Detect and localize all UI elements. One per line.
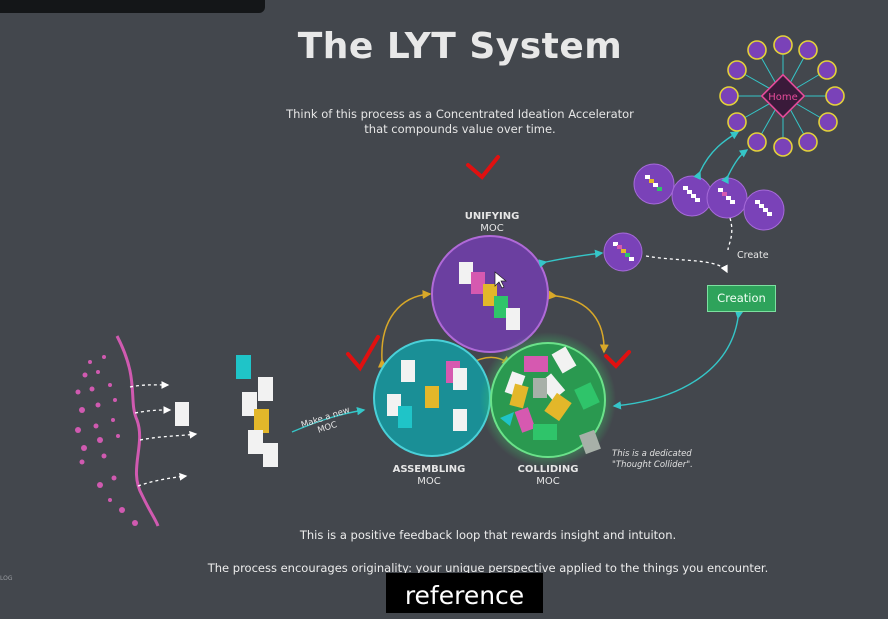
assembling-label: ASSEMBLING MOC <box>389 464 469 488</box>
dashed-arrow-1 <box>129 381 170 389</box>
dashed-arrow-2 <box>134 406 172 414</box>
arrow-cluster-home-1 <box>693 131 740 181</box>
check-mark-right <box>604 350 631 369</box>
diagram-title: The LYT System <box>297 26 623 67</box>
dashed-arrow-3 <box>139 430 198 441</box>
notes-column <box>236 355 278 467</box>
diagram-subtitle: Think of this process as a Concentrated … <box>0 107 888 137</box>
subtitle-line-1: Think of this process as a Concentrated … <box>286 107 634 121</box>
colliding-label: COLLIDING MOC <box>508 464 588 488</box>
arrow-cluster-home-2 <box>721 149 749 185</box>
corner-text: LOG <box>0 575 13 582</box>
home-label: Home <box>768 92 798 103</box>
unifying-name: UNIFYING <box>464 211 520 222</box>
arrow-unifying-note <box>538 249 604 268</box>
window-top-bar <box>0 0 265 13</box>
colliding-type: MOC <box>536 476 560 487</box>
cursor-icon <box>494 271 507 289</box>
feedback-text: This is a positive feedback loop that re… <box>299 528 677 542</box>
subtitle-line-2: that compounds value over time. <box>364 122 556 136</box>
home-diamond <box>760 73 806 119</box>
unifying-notes <box>459 262 520 330</box>
caption-overlay: reference <box>386 573 543 613</box>
check-mark-left <box>346 335 380 372</box>
input-dots <box>75 355 138 526</box>
arrow-assembling-unifying <box>377 290 432 368</box>
arrow-unifying-colliding <box>548 290 609 354</box>
colliding-circle <box>490 342 606 458</box>
collider-note-line-1: This is a dedicated <box>612 449 692 459</box>
originality-text: The process encourages originality: your… <box>207 561 769 575</box>
check-mark-top <box>466 155 500 180</box>
colliding-notes <box>500 346 601 455</box>
collider-note-line-2: "Thought Collider". <box>612 460 693 470</box>
dashed-line-cluster-create <box>727 217 733 251</box>
unifying-label: UNIFYING MOC <box>452 211 532 235</box>
assembling-name: ASSEMBLING <box>392 464 466 475</box>
create-label: Create <box>737 250 769 261</box>
assembling-type: MOC <box>417 476 441 487</box>
single-node-notes <box>613 242 634 261</box>
purple-moc-cluster <box>633 163 785 231</box>
unifying-type: MOC <box>480 223 504 234</box>
make-moc-arrow <box>291 407 366 433</box>
colliding-name: COLLIDING <box>517 464 579 475</box>
dashed-arrow-4 <box>137 472 188 487</box>
arrow-creation-colliding <box>612 310 744 410</box>
input-wave <box>115 335 160 527</box>
home-ring-nodes <box>719 35 845 157</box>
assembling-notes <box>387 360 467 431</box>
collider-note: This is a dedicated "Thought Collider". <box>612 449 693 471</box>
note-card <box>175 402 189 426</box>
creation-box: Creation <box>707 285 776 312</box>
dashed-arrow-create <box>645 255 728 274</box>
